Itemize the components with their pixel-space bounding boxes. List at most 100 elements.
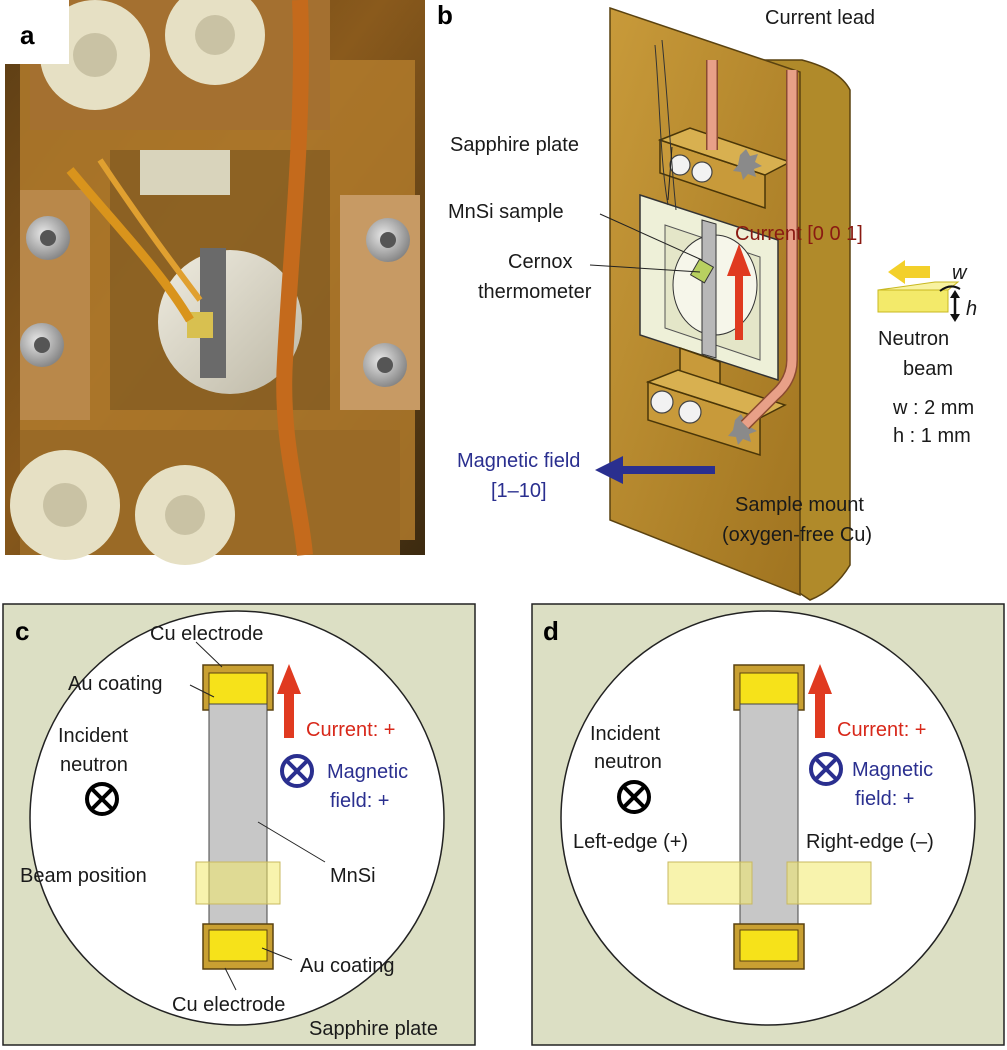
panel-d: d Incident neutron Current: + Mag: [531, 603, 1005, 1046]
label-current-direction: Current [0 0 1]: [735, 223, 863, 245]
photo-copper-tube: [276, 0, 313, 556]
label-magnetic-field-line2: [1–10]: [491, 480, 547, 502]
label-au-coating-top: Au coating: [68, 673, 163, 695]
au-coating-bottom: [208, 929, 268, 962]
label-magnetic-field-line1: Magnetic field: [457, 450, 580, 472]
magnetic-field-arrow-head: [595, 456, 623, 484]
label-right-edge: Right-edge (–): [806, 831, 934, 853]
label-incident-line2: neutron: [60, 754, 128, 776]
w-double-arrow: [939, 285, 961, 292]
magnetic-field-arrow-shaft: [615, 466, 715, 474]
panel-b-letter: b: [437, 0, 453, 30]
label-magnetic-line2: field: +: [330, 790, 389, 812]
label-mount-line2: (oxygen-free Cu): [722, 524, 872, 546]
au-coating-top: [208, 672, 268, 705]
screw-head: [650, 390, 674, 414]
photo-kapton-wire: [97, 158, 203, 302]
au-coating-top: [739, 672, 799, 705]
photo-hex-screw: [366, 218, 410, 262]
label-beam-position: Beam position: [20, 865, 147, 887]
photo-nylon-screw: [10, 450, 120, 560]
label-neutron-line1: Neutron: [878, 328, 949, 350]
bottom-electrode-top: [645, 369, 787, 419]
photo-top-electrode: [140, 150, 230, 195]
panel-b: b: [437, 0, 977, 601]
photo-hex-screw: [20, 323, 64, 367]
h-arrowhead-bottom: [950, 314, 960, 322]
photo-kapton-wire: [66, 167, 194, 323]
photo-sapphire-disc: [158, 250, 302, 394]
label-cernox-line1: Cernox: [508, 251, 572, 273]
magnetic-field-symbol: [280, 754, 314, 788]
current-arrow-shaft: [735, 272, 743, 340]
h-arrowhead-top: [950, 290, 960, 298]
leader-line: [257, 821, 326, 863]
label-magnetic-line1: Magnetic: [327, 761, 408, 783]
current-arrow-head: [808, 664, 832, 694]
label-incident-line1: Incident: [58, 725, 128, 747]
panel-a-letter: a: [20, 20, 35, 50]
screw-head: [691, 161, 713, 183]
beam-position-box: [195, 861, 281, 905]
label-current-lead: Current lead: [765, 7, 875, 29]
sensor-wire: [654, 44, 669, 206]
label-left-edge: Left-edge (+): [573, 831, 688, 853]
sensor-wire: [661, 39, 677, 211]
screw-star: [733, 149, 762, 180]
photo-hex-screw: [363, 343, 407, 387]
label-mnsi-sample: MnSi sample: [448, 201, 564, 223]
label-current: Current: +: [306, 719, 395, 741]
current-arrow-head: [277, 664, 301, 694]
label-sapphire-plate-b: Sapphire plate: [450, 134, 579, 156]
current-arrow-shaft: [815, 690, 825, 738]
label-mount-line1: Sample mount: [735, 494, 864, 516]
panel-d-letter: d: [543, 616, 559, 646]
label-h-value: h : 1 mm: [893, 425, 971, 447]
panel-c-letter: c: [15, 616, 29, 646]
mount-side-face: [714, 59, 851, 601]
leader-line: [261, 947, 293, 961]
cernox-3d: [689, 258, 715, 284]
leader-line: [599, 213, 703, 261]
leader-line: [667, 146, 673, 201]
panel-c: c Cu electrode: [2, 603, 476, 1046]
photo-nylon-screw: [165, 0, 265, 85]
label-w-value: w : 2 mm: [892, 397, 974, 419]
leader-line: [589, 264, 701, 273]
label-h-symbol: h: [966, 298, 977, 320]
neutron-direction-arrow: [888, 260, 930, 284]
mnsi-sample-3d: [701, 219, 717, 359]
panel-a: a: [5, 0, 425, 565]
neutron-beam-top: [877, 281, 960, 291]
label-incident-line2: neutron: [594, 751, 662, 773]
photo-hex-screw: [26, 216, 70, 260]
beam-left-edge: [667, 861, 753, 905]
incident-neutron-symbol: [617, 780, 651, 814]
label-cu-electrode-bottom: Cu electrode: [172, 994, 285, 1016]
label-mnsi: MnSi: [330, 865, 376, 887]
current-arrow-shaft: [284, 690, 294, 738]
current-lead-right-core: [741, 70, 797, 429]
incident-neutron-symbol: [85, 782, 119, 816]
panel-a-label-box: [5, 0, 69, 64]
label-au-coating-bottom: Au coating: [300, 955, 395, 977]
label-w-symbol: w: [952, 262, 968, 284]
beam-right-edge: [786, 861, 872, 905]
label-current: Current: +: [837, 719, 926, 741]
magnetic-field-symbol: [809, 752, 843, 786]
label-neutron-line2: beam: [903, 358, 953, 380]
label-incident-line1: Incident: [590, 723, 660, 745]
au-coating-bottom: [739, 929, 799, 962]
screw-head: [678, 400, 702, 424]
photo-nylon-screw: [135, 465, 235, 565]
label-magnetic-line2: field: +: [855, 788, 914, 810]
screw-head: [669, 154, 691, 176]
leader-line: [189, 684, 215, 698]
label-cu-electrode-top: Cu electrode: [150, 623, 263, 645]
label-magnetic-line1: Magnetic: [852, 759, 933, 781]
label-sapphire-plate: Sapphire plate: [309, 1018, 438, 1040]
leader-line: [195, 641, 223, 668]
label-cernox-line2: thermometer: [478, 281, 592, 303]
current-arrow-head: [727, 244, 751, 276]
